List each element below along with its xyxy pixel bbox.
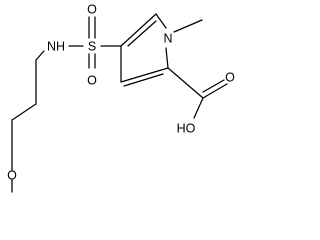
bond-n-c2 [165,47,169,69]
atom-ho: HO [177,122,196,136]
bond-c5-n [155,13,167,29]
bond-c4-c5-a [120,13,157,47]
bond-c1-nh [35,50,45,61]
atom-nh: NH [47,40,65,54]
atom-labels: NH S O O N O HO O [7,3,235,183]
atom-n-ring: N [163,32,172,46]
bond-n-methyl [173,19,203,33]
atom-o-ether: O [7,169,17,183]
molecule-structure: NH S O O N O HO O [7,3,235,193]
atom-s: S [88,40,96,54]
bond-c-o-double-b [202,79,225,93]
bond-c2-cooh [167,67,204,99]
bond-c-oh [193,97,204,119]
bond-c2-c3-a [120,67,169,83]
bond-c-o-double-a [202,83,228,99]
atom-o-top: O [87,3,97,17]
bond-c2-c3-b [123,73,164,87]
atom-o-acid: O [225,71,235,85]
atom-o-bottom: O [87,74,97,88]
bond-c3-c2 [11,103,37,121]
bonds [11,13,228,193]
bond-c4-c5-b [127,20,157,47]
